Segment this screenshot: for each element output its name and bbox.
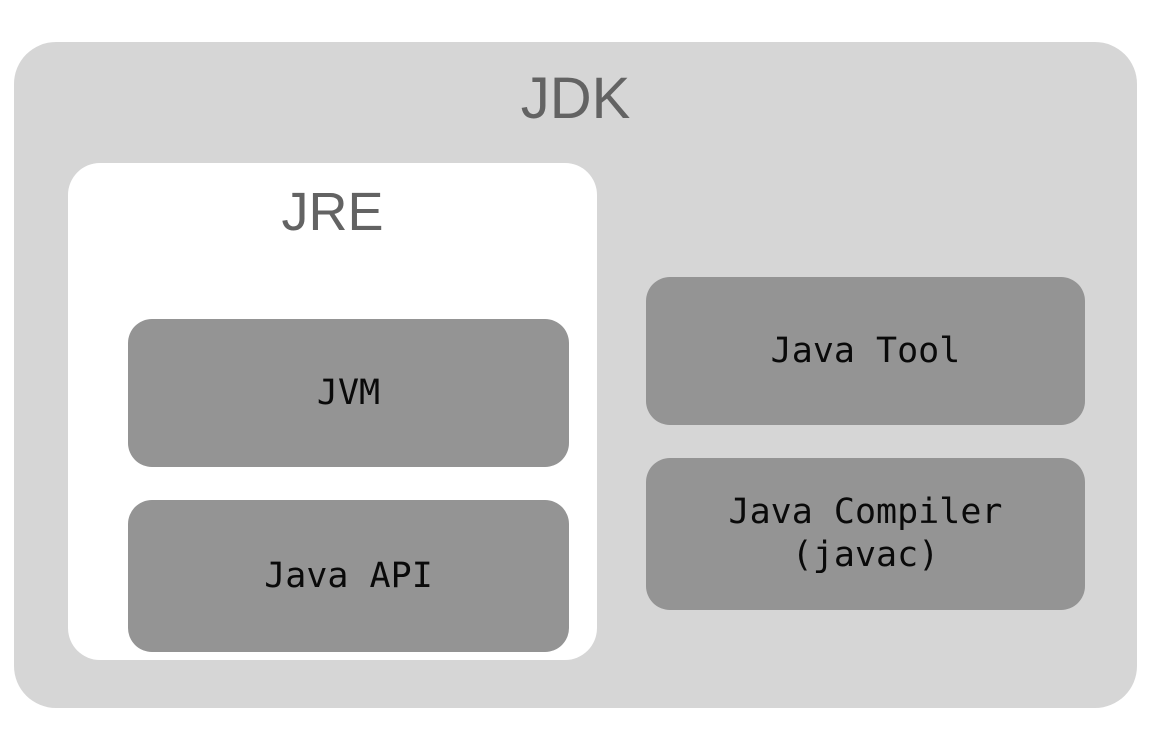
jvm-box: JVM	[128, 319, 569, 467]
jre-container: JRE JVM Java API	[68, 163, 597, 660]
java-api-box: Java API	[128, 500, 569, 652]
jdk-title-label: JDK	[520, 66, 631, 131]
java-tool-box: Java Tool	[646, 277, 1085, 425]
java-api-label: Java API	[264, 555, 433, 596]
jre-title-label: JRE	[281, 182, 384, 242]
java-compiler-label: Java Compiler (javac)	[728, 492, 1003, 575]
jdk-container: JDK JRE JVM Java API Java Tool Java Comp…	[14, 42, 1137, 708]
jvm-label: JVM	[316, 372, 381, 413]
java-compiler-box: Java Compiler (javac)	[646, 458, 1085, 610]
java-tool-label: Java Tool	[770, 330, 961, 371]
